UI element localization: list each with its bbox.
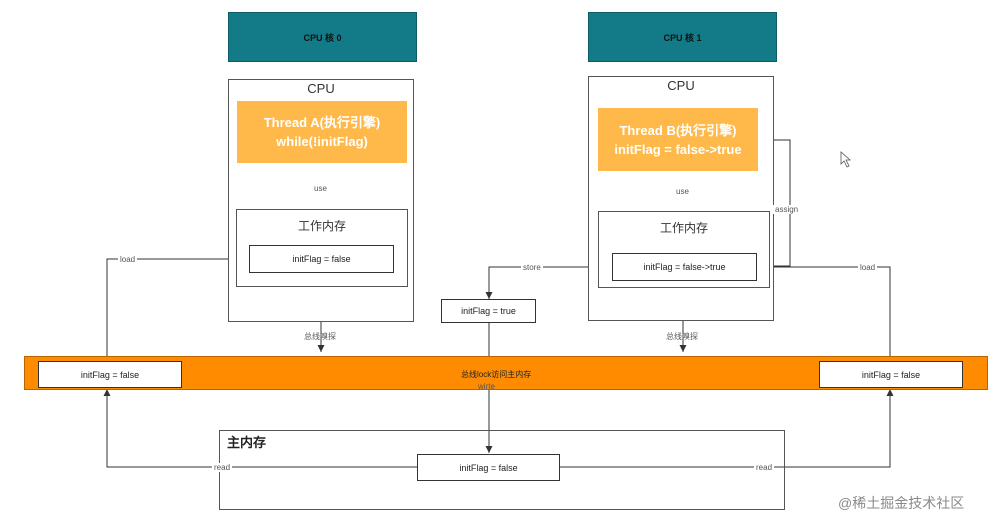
cpu-core-1-header: CPU 核 1	[588, 12, 777, 62]
working-memory-1-var-text: initFlag = false->true	[643, 262, 726, 272]
load-label-right: load	[858, 263, 878, 272]
read-label-right: read	[754, 463, 775, 472]
bus-label: 总线lock访问主内存	[461, 370, 532, 379]
bus-right-var: initFlag = false	[819, 361, 963, 388]
working-memory-1-var: initFlag = false->true	[612, 253, 757, 281]
write-label: wirte	[478, 382, 495, 391]
mouse-cursor-icon	[840, 151, 852, 168]
watermark: @稀土掘金技术社区	[838, 495, 965, 511]
bus-left-var-text: initFlag = false	[80, 369, 140, 380]
thread-b-line-2: initFlag = false->true	[614, 141, 742, 157]
cpu-core-0-label: CPU 核 0	[303, 32, 342, 43]
load-arrow-right	[759, 263, 891, 361]
main-memory-var: initFlag = false	[417, 454, 560, 481]
store-arrow	[485, 266, 612, 299]
use-label-left: use	[312, 184, 329, 193]
cpu-core-1-label: CPU 核 1	[663, 32, 702, 43]
assign-arrow	[758, 139, 791, 270]
bus-left-var: initFlag = false	[38, 361, 182, 388]
read-label-left: read	[212, 463, 233, 472]
read-arrow-left	[103, 389, 417, 468]
load-arrow-left	[106, 255, 247, 361]
store-var-text: initFlag = true	[461, 306, 516, 316]
thread-a-box: Thread A(执行引擎) while(!initFlag)	[237, 101, 407, 163]
working-memory-0-var: initFlag = false	[249, 245, 394, 273]
working-memory-0-var-text: initFlag = false	[292, 254, 351, 264]
cpu-core-0-header: CPU 核 0	[228, 12, 417, 62]
working-memory-1-title: 工作内存	[659, 221, 708, 235]
store-var-box: initFlag = true	[441, 299, 536, 323]
bus-sniff-label-left: 总线嗅探	[304, 332, 336, 341]
assign-label: assign	[773, 205, 801, 214]
thread-b-box: Thread B(执行引擎) initFlag = false->true	[598, 108, 758, 171]
store-label: store	[521, 263, 543, 272]
thread-a-line-2: while(!initFlag)	[276, 134, 368, 149]
main-memory-title: 主内存	[227, 435, 267, 450]
load-label-left: load	[118, 255, 138, 264]
thread-a-line-1: Thread A(执行引擎)	[263, 115, 381, 130]
cpu-0-title: CPU	[307, 81, 335, 96]
bus-right-var-text: initFlag = false	[861, 369, 921, 380]
cpu-1-title: CPU	[667, 78, 695, 93]
use-label-right: use	[674, 187, 691, 196]
main-memory-var-text: initFlag = false	[459, 462, 518, 473]
bus-sniff-label-right: 总线嗅探	[666, 332, 698, 341]
thread-b-line-1: Thread B(执行引擎)	[619, 122, 737, 138]
read-arrow-right	[560, 389, 894, 468]
working-memory-0-title: 工作内存	[297, 219, 346, 233]
